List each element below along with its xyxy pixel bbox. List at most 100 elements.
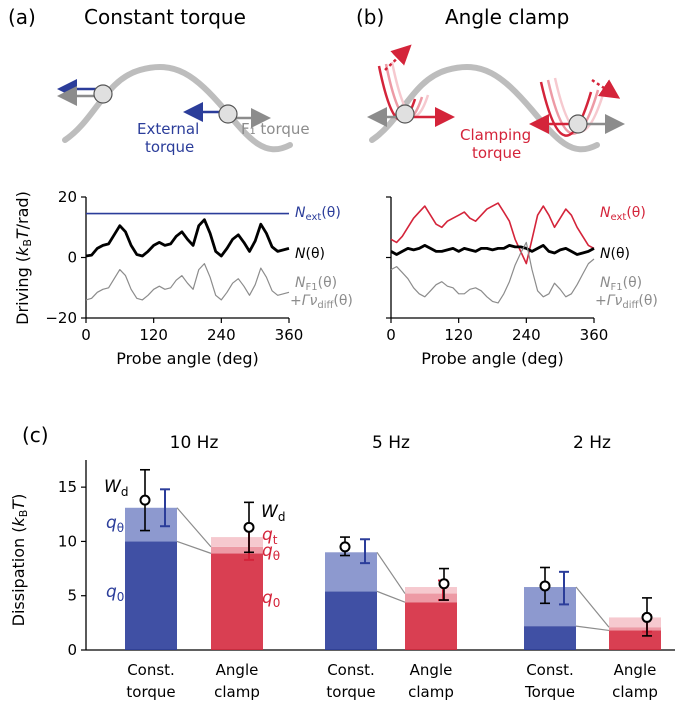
- plot-a-legend-n: N(θ): [295, 246, 325, 262]
- plot-c-y-tick-label: 0: [67, 641, 77, 659]
- plot-a-xlabel: Probe angle (deg): [116, 349, 259, 368]
- pair-connector: [575, 625, 610, 632]
- panel-a-title: Constant torque: [84, 5, 246, 29]
- plot-b-legend-n: N(θ): [600, 246, 630, 262]
- bar-q-t: [405, 587, 457, 594]
- panel-b-title: Angle clamp: [445, 5, 569, 29]
- landscape-curve-b: [369, 63, 600, 153]
- f1-torque-label: F₁ torque: [241, 120, 310, 138]
- plot-a-series-line-2: [85, 218, 290, 258]
- panel-b-schematic: Clamping torque: [367, 44, 625, 162]
- pair-connector: [376, 551, 406, 594]
- plot-a-y-tick-label: 0: [67, 249, 77, 267]
- bar-q0: [125, 541, 177, 650]
- plot-c-y-tick-label: 15: [58, 478, 77, 496]
- plot-a-series-line-3: [85, 263, 290, 301]
- plot-a-legend-next: Next(θ): [295, 205, 341, 223]
- bar-q0: [609, 630, 661, 650]
- panel-a-letter: (a): [8, 5, 36, 29]
- annotation-q0-clamp: q0: [262, 588, 280, 610]
- plot-c-category-label: Torque: [524, 683, 575, 701]
- pair-connector: [176, 507, 212, 548]
- plot-c-category-label: clamp: [612, 683, 658, 701]
- plot-c-y-tick-label: 10: [58, 532, 77, 550]
- plot-b-series-line-1: [390, 202, 595, 265]
- driving-ylabel: Driving (kBT/rad): [13, 191, 34, 325]
- bar-q-theta: [211, 546, 263, 554]
- bar-q-t: [609, 617, 661, 628]
- plot-c-category-label: clamp: [214, 683, 260, 701]
- plot-c-category-label: Angle: [216, 661, 259, 679]
- plot-a-x-tick-label: 0: [81, 326, 91, 344]
- bar-q-t: [211, 537, 263, 547]
- plot-c-category-label: torque: [126, 683, 175, 701]
- annotation-q-theta-const: qθ: [106, 513, 124, 535]
- dissipation-ylabel: Dissipation (kBT): [9, 494, 30, 627]
- plot-c-y-tick-label: 5: [67, 587, 77, 605]
- clamp-direction-arrow-left: [384, 44, 412, 71]
- pair-connector: [376, 590, 406, 603]
- plot-a-x-tick-label: 120: [139, 326, 168, 344]
- plot-c: 0 5 10 15 10 Hz 5 Hz 2 Hz Const. torque Angle clam…: [58, 433, 675, 701]
- plot-c-category-label: Const.: [127, 661, 175, 679]
- plot-b-legend-nf1: NF1(θ): [600, 275, 642, 293]
- plot-c-category-label: clamp: [408, 683, 454, 701]
- panel-b-letter: (b): [356, 5, 384, 29]
- bar-q-theta: [524, 587, 576, 627]
- plot-b-x-tick-label: 0: [386, 326, 396, 344]
- bar-q-theta: [609, 627, 661, 631]
- bar-q-theta: [325, 552, 377, 592]
- plot-a-y-tick-label: −20: [45, 309, 77, 327]
- plot-a-legend-diff: +Γνdiff(θ): [290, 293, 353, 311]
- plot-b-series-line-3: [390, 241, 595, 304]
- plot-c-category-label: Const.: [526, 661, 574, 679]
- probe-bead-b-1: [395, 104, 415, 124]
- plot-c-group-label: 2 Hz: [573, 433, 611, 453]
- probe-bead-2: [218, 104, 238, 124]
- plot-b-x-tick-label: 360: [580, 326, 609, 344]
- external-torque-label-2: torque: [145, 138, 194, 156]
- external-torque-label-1: External: [137, 120, 199, 138]
- plot-a-x-tick-label: 240: [207, 326, 236, 344]
- probe-bead-1: [93, 84, 113, 104]
- plot-c-category-label: Angle: [410, 661, 453, 679]
- plot-a-x-tick-label: 360: [275, 326, 304, 344]
- clamp-well-right-1: [539, 81, 593, 137]
- pair-connector: [575, 586, 610, 628]
- wd-point: [339, 541, 351, 553]
- plot-a-legend-nf1: NF1(θ): [295, 275, 337, 293]
- bar-q0: [405, 602, 457, 650]
- panel-a-schematic: External torque F₁ torque: [57, 63, 310, 156]
- wd-point: [243, 521, 255, 533]
- wd-point: [641, 611, 653, 623]
- bar-q0: [524, 626, 576, 650]
- clamping-torque-label-1: Clamping: [460, 126, 531, 144]
- bar-q0: [325, 591, 377, 650]
- annotation-q0-const: q0: [106, 582, 124, 604]
- clamping-torque-label-2: torque: [472, 144, 521, 162]
- bar-q0: [211, 553, 263, 650]
- plot-c-category-label: Const.: [327, 661, 375, 679]
- annotation-q-t-clamp: qt: [262, 525, 278, 547]
- plot-b-legend-diff: +Γνdiff(θ): [595, 293, 658, 311]
- bar-q-theta: [125, 507, 177, 542]
- plot-c-group-label: 5 Hz: [372, 433, 410, 453]
- plot-a-y-tick-label: 20: [58, 188, 77, 206]
- annotation-wd-const: Wd: [104, 477, 128, 499]
- plot-b-legend-next: Next(θ): [600, 205, 646, 223]
- wd-point: [438, 578, 450, 590]
- probe-bead-b-2: [568, 114, 588, 134]
- plot-b-xlabel: Probe angle (deg): [421, 349, 564, 368]
- annotation-wd-clamp: Wd: [261, 502, 285, 524]
- plot-c-category-label: Angle: [614, 661, 657, 679]
- wd-point: [539, 580, 551, 592]
- wd-point: [139, 494, 151, 506]
- plot-b-x-tick-label: 120: [444, 326, 473, 344]
- plot-b-series-line-2: [390, 244, 595, 256]
- plot-c-group-label: 10 Hz: [170, 433, 219, 453]
- bar-q-theta: [405, 593, 457, 603]
- panel-c-letter: (c): [22, 423, 49, 447]
